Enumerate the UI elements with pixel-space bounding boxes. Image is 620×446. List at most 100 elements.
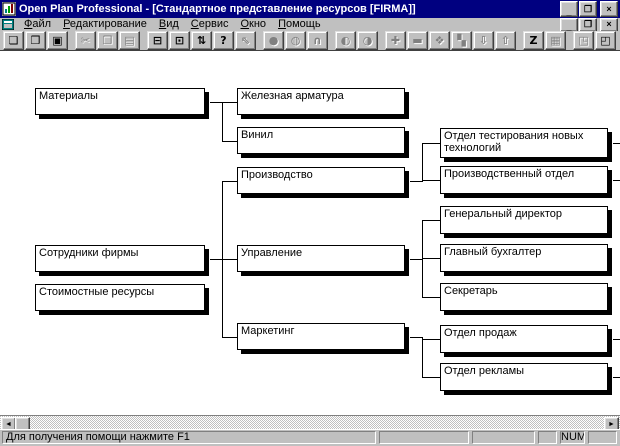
help-button[interactable]: ?	[213, 31, 234, 50]
shrink-view-button: ◳	[573, 31, 594, 50]
dome-icon: ∩	[313, 34, 322, 47]
mdi-close-button[interactable]: ×	[600, 17, 618, 32]
connector-line	[222, 102, 223, 142]
window-title: Open Plan Professional - [Стандартное пр…	[19, 3, 416, 15]
menu-item-файл[interactable]: Файл	[24, 18, 52, 30]
open-folder-icon: ❒	[30, 34, 41, 47]
resource-node-prod-dept[interactable]: Производственный отдел	[440, 166, 608, 194]
menu-item-окно[interactable]: Окно	[240, 18, 267, 30]
statusbar-panel	[588, 431, 617, 444]
grid-icon: ▦	[550, 34, 561, 47]
menu-item-редактирование[interactable]: Редактирование	[63, 18, 147, 30]
connector-line	[422, 377, 440, 378]
chart-pie-2-button: ◑	[357, 31, 378, 50]
document-window-icon	[2, 19, 14, 30]
resource-node-accountant[interactable]: Главный бухгалтер	[440, 244, 608, 272]
window-shrink-icon: ◳	[578, 34, 589, 47]
connector-line	[410, 181, 423, 182]
grid-view-button: ▦	[545, 31, 566, 50]
menu-item-сервис[interactable]: Сервис	[190, 18, 229, 30]
resource-node-staff[interactable]: Сотрудники фирмы	[35, 245, 205, 272]
copy-pages-icon: ❐	[102, 34, 113, 47]
resource-node-vinyl[interactable]: Винил	[237, 127, 405, 154]
connector-line	[222, 337, 237, 338]
menu-items: Файл Редактирование Вид Сервис Окно Помощь	[18, 18, 327, 31]
circle-detail-icon: ◍	[290, 34, 301, 47]
expand-view-button[interactable]: ◰	[595, 31, 616, 50]
connector-line	[613, 339, 620, 340]
resource-node-advertising[interactable]: Отдел рекламы	[440, 363, 608, 391]
resource-node-materials[interactable]: Материалы	[35, 88, 205, 115]
resource-node-test-dept[interactable]: Отдел тестирования новых технологий	[440, 128, 608, 158]
new-button[interactable]: ❏	[3, 31, 24, 50]
connector-line	[422, 143, 423, 182]
close-button[interactable]: ×	[600, 1, 618, 17]
down-arrow-icon: ⇩	[478, 34, 489, 47]
arrow-question-icon: ⇖	[240, 34, 251, 47]
move-up-button: ⇧	[495, 31, 516, 50]
connector-line	[222, 181, 237, 182]
connector-line	[422, 180, 440, 181]
question-mark-icon: ?	[220, 34, 227, 47]
letter-z-icon: Z	[529, 34, 538, 47]
minimize-button[interactable]: _	[560, 1, 578, 17]
add-item-button: ✚	[385, 31, 406, 50]
scissors-icon: ✂	[80, 34, 91, 47]
resource-node-sales[interactable]: Отдел продаж	[440, 325, 608, 353]
save-disk-icon: ▣	[52, 34, 63, 47]
connector-line	[210, 259, 223, 260]
connector-line	[422, 297, 440, 298]
link-dots-icon: ❖	[434, 34, 445, 47]
connector-line	[613, 377, 620, 378]
pie-chart-icon: ◑	[362, 34, 373, 47]
resource-node-production[interactable]: Производство	[237, 167, 405, 194]
connector-line	[410, 259, 423, 260]
print-button[interactable]: ⊟	[147, 31, 168, 50]
title-bar: Open Plan Professional - [Стандартное пр…	[0, 0, 620, 18]
resource-node-management[interactable]: Управление	[237, 245, 405, 272]
connector-line	[222, 259, 237, 260]
statusbar-num-indicator: NUM	[560, 431, 585, 444]
toolbar: ❏❒▣✂❐▤⊟⊡⇅?⇖●◍∩◐◑✚▬❖▚⇩⇧Z▦◳◰	[0, 31, 620, 50]
mdi-restore-button[interactable]: ❐	[579, 17, 597, 32]
save-button[interactable]: ▣	[47, 31, 68, 50]
horizontal-scrollbar[interactable]: ◄ ►	[0, 415, 620, 431]
menu-item-вид[interactable]: Вид	[158, 18, 179, 30]
mdi-minimize-button[interactable]: _	[560, 17, 578, 32]
connector-line	[613, 143, 620, 144]
remove-item-button: ▬	[407, 31, 428, 50]
restore-button[interactable]: ❐	[579, 1, 597, 17]
resource-node-marketing[interactable]: Маркетинг	[237, 323, 405, 350]
print-preview-button[interactable]: ⊡	[169, 31, 190, 50]
left-arrow-icon: ◄	[5, 420, 12, 428]
refresh-button[interactable]: ⇅	[191, 31, 212, 50]
resource-node-cost[interactable]: Стоимостные ресурсы	[35, 284, 205, 311]
pie-chart-icon: ◐	[340, 34, 351, 47]
connector-line	[222, 102, 237, 103]
window-expand-icon: ◰	[600, 34, 611, 47]
resource-node-iron[interactable]: Железная арматура	[237, 88, 405, 115]
resource-node-director[interactable]: Генеральный директор	[440, 206, 608, 234]
new-document-icon: ❏	[8, 34, 19, 47]
connector-line	[613, 180, 620, 181]
view-dome-button: ∩	[307, 31, 328, 50]
open-button[interactable]: ❒	[25, 31, 46, 50]
status-panels: NUM	[376, 431, 617, 444]
menu-item-помощь[interactable]: Помощь	[278, 18, 321, 30]
connector-line	[422, 143, 440, 144]
exchange-arrows-icon: ⇅	[196, 34, 207, 47]
zigzag-view-button[interactable]: Z	[523, 31, 544, 50]
statusbar-panel	[538, 431, 557, 444]
clipboard-icon: ▤	[124, 34, 135, 47]
move-down-button: ⇩	[473, 31, 494, 50]
status-bar: Для получения помощи нажмите F1 NUM	[0, 429, 620, 445]
resource-node-secretary[interactable]: Секретарь	[440, 283, 608, 311]
paste-button: ▤	[119, 31, 140, 50]
window-controls: _ ❐ ×	[559, 1, 618, 17]
connector-line	[410, 337, 423, 338]
chart-pie-1-button: ◐	[335, 31, 356, 50]
bottom-edge	[0, 444, 620, 446]
